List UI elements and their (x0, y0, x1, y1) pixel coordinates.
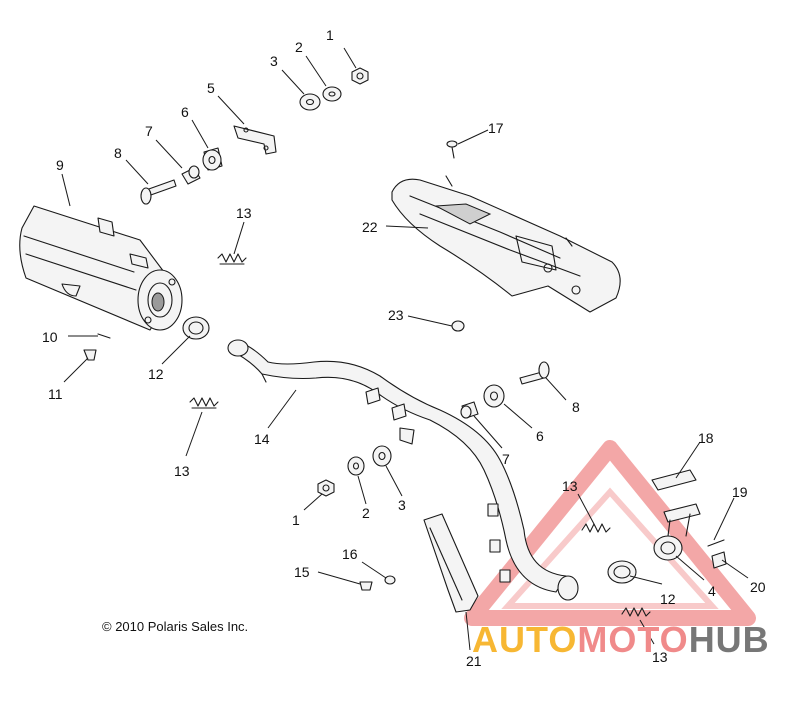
fastener-23 (451, 320, 465, 332)
watermark-part-moto: MOTO (577, 619, 688, 660)
bolt-17 (446, 140, 458, 159)
pin-10 (97, 333, 111, 339)
callout-numbers: 1 2 3 5 6 7 8 9 13 10 11 12 13 14 17 22 … (42, 27, 766, 669)
nut-1-lower (317, 479, 335, 497)
spacer-7-top (181, 165, 201, 185)
callout-14: 14 (254, 431, 270, 447)
callout-1-lower: 1 (292, 512, 300, 528)
washer-3-lower (372, 445, 392, 467)
callout-13-c: 13 (562, 478, 578, 494)
nut-20 (711, 551, 727, 569)
callout-3-lower: 3 (398, 497, 406, 513)
callout-15: 15 (294, 564, 310, 580)
stud-19 (707, 539, 725, 547)
callout-2-lower: 2 (362, 505, 370, 521)
callout-8-top: 8 (114, 145, 122, 161)
callout-22: 22 (362, 219, 378, 235)
grommet-6-top (202, 147, 223, 171)
washer-2-top (322, 86, 342, 102)
muffler-9 (19, 205, 183, 331)
callout-5: 5 (207, 80, 215, 96)
watermark-part-hub: HUB (689, 619, 770, 660)
spring-13-d (621, 607, 651, 617)
watermark-text: AUTOMOTOHUB (472, 619, 770, 660)
nut-1-top (351, 67, 369, 85)
grommet-6-right (483, 384, 505, 408)
clamp-4 (653, 503, 701, 561)
callout-2-top: 2 (295, 39, 303, 55)
callout-6-top: 6 (181, 104, 189, 120)
fastener-11 (83, 349, 97, 361)
washer-3-top (299, 93, 321, 111)
heat-shield-22 (391, 175, 621, 313)
callout-13-a: 13 (236, 205, 252, 221)
callout-8-right: 8 (572, 399, 580, 415)
callout-4: 4 (708, 583, 716, 599)
bolt-8-right (519, 361, 550, 385)
gasket-12-left (182, 316, 210, 340)
callout-20: 20 (750, 579, 766, 595)
washer-16 (384, 575, 396, 585)
callout-7-right: 7 (502, 451, 510, 467)
callout-21: 21 (466, 653, 482, 669)
callout-16: 16 (342, 546, 358, 562)
leader-lines (61, 47, 749, 651)
bracket-5 (233, 125, 277, 155)
watermark-part-auto: AUTO (472, 619, 577, 660)
washer-2-lower (347, 456, 365, 476)
spring-13-b (189, 397, 219, 409)
callout-13-b: 13 (174, 463, 190, 479)
bolt-15 (359, 581, 373, 591)
callout-12-left: 12 (148, 366, 164, 382)
callout-11: 11 (48, 386, 63, 402)
callout-23: 23 (388, 307, 404, 323)
callout-18: 18 (698, 430, 714, 446)
callout-13-d: 13 (652, 649, 668, 665)
callout-9: 9 (56, 157, 64, 173)
gasket-12-right (607, 560, 637, 584)
svg-text:AUTOMOTOHUB: AUTOMOTOHUB (472, 619, 770, 660)
callout-7-top: 7 (145, 123, 153, 139)
callout-3-top: 3 (270, 53, 278, 69)
head-pipe-14 (227, 339, 579, 601)
spring-13-c (581, 523, 611, 533)
copyright-text: © 2010 Polaris Sales Inc. (102, 619, 248, 634)
callout-12-right: 12 (660, 591, 676, 607)
gasket-18 (651, 469, 697, 491)
callout-17: 17 (488, 120, 504, 136)
spacer-7-right (460, 401, 479, 419)
callout-10: 10 (42, 329, 58, 345)
callout-19: 19 (732, 484, 748, 500)
callout-6-right: 6 (536, 428, 544, 444)
spring-13-a (217, 253, 247, 265)
heat-shield-21 (423, 513, 479, 613)
bolt-8-top (140, 179, 177, 205)
callout-1-top: 1 (326, 27, 334, 43)
